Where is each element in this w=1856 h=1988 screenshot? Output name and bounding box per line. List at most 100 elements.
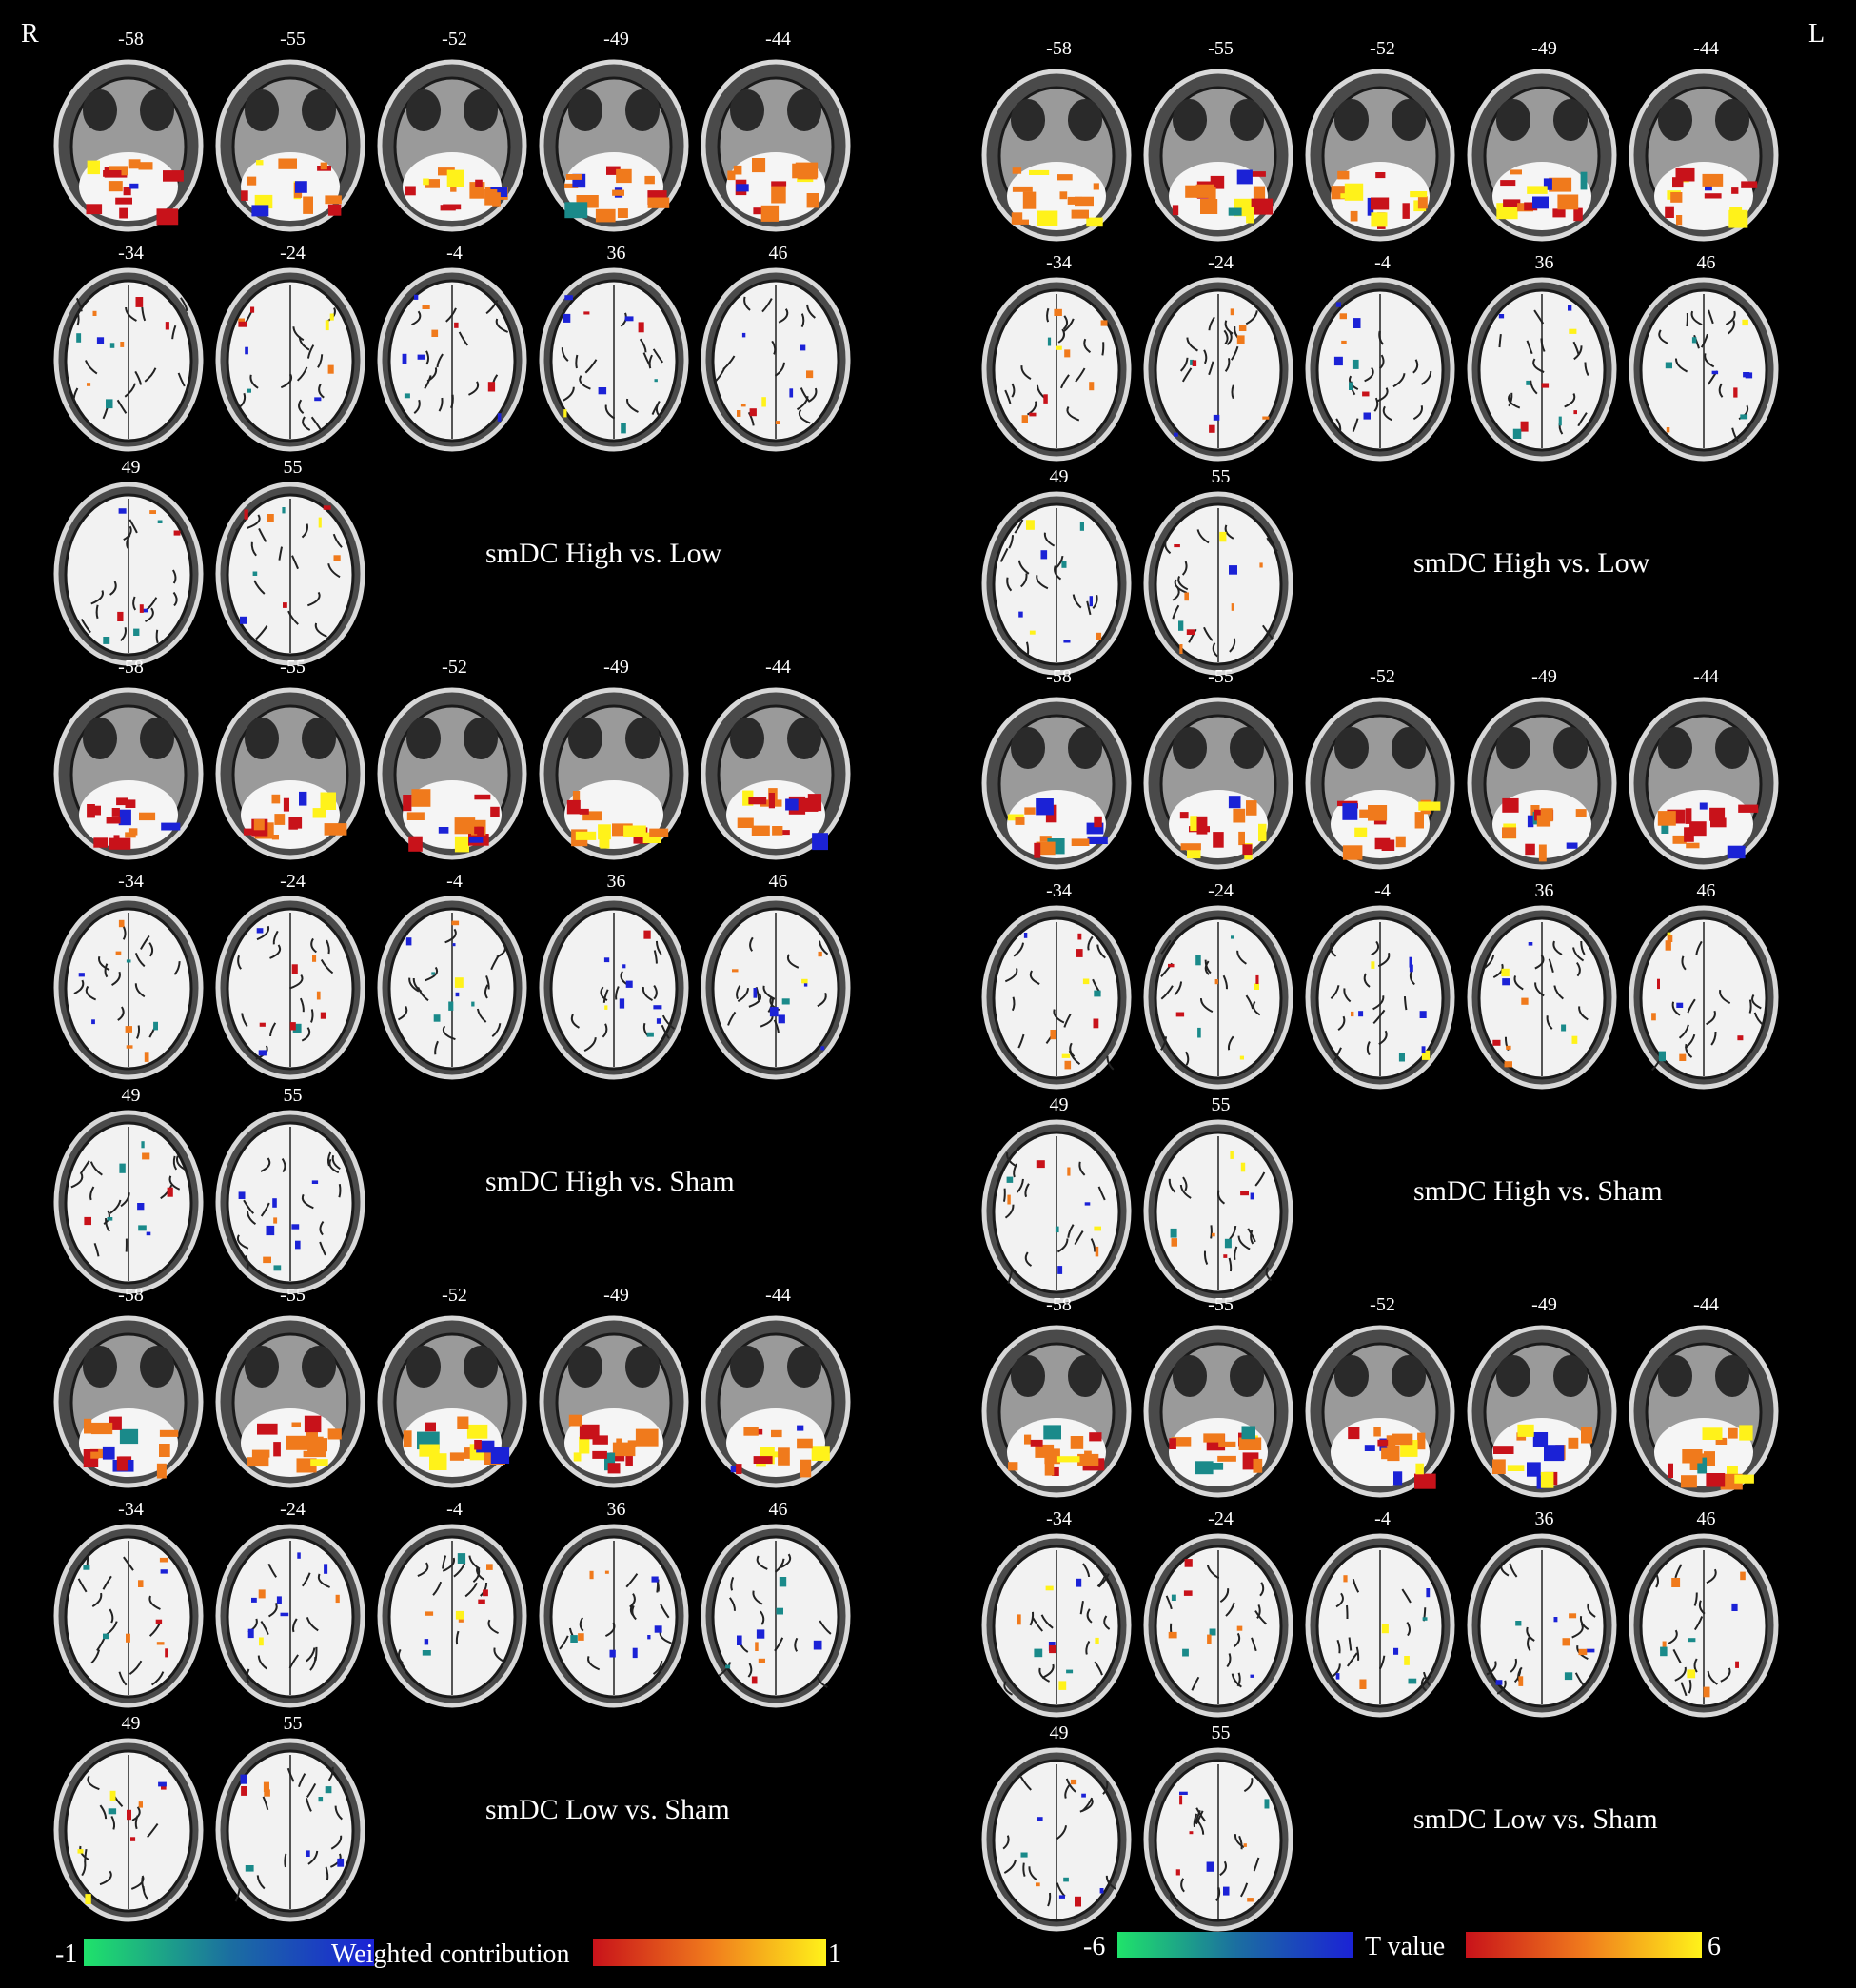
activation-cluster bbox=[741, 332, 746, 338]
activation-cluster bbox=[1179, 1791, 1188, 1795]
activation-cluster bbox=[1414, 1473, 1436, 1489]
brain-slice: 49 bbox=[52, 1713, 209, 1927]
activation-cluster bbox=[295, 181, 307, 193]
activation-cluster bbox=[654, 379, 658, 383]
activation-cluster bbox=[1409, 964, 1413, 973]
activation-cluster bbox=[565, 174, 582, 180]
slice-z-label: 49 bbox=[1049, 1094, 1069, 1115]
activation-cluster bbox=[1568, 1437, 1579, 1449]
activation-cluster bbox=[417, 354, 425, 360]
activation-cluster bbox=[1012, 167, 1022, 174]
axial-brain-slice bbox=[1143, 1325, 1293, 1498]
activation-cluster bbox=[568, 1414, 582, 1427]
activation-cluster bbox=[1213, 414, 1220, 421]
activation-cluster bbox=[1568, 305, 1572, 311]
activation-cluster bbox=[1703, 1686, 1710, 1698]
activation-cluster bbox=[1169, 1438, 1176, 1449]
activation-cluster bbox=[1687, 1669, 1696, 1679]
activation-cluster bbox=[1540, 1471, 1554, 1488]
activation-cluster bbox=[128, 159, 141, 169]
activation-cluster bbox=[240, 616, 247, 624]
activation-cluster bbox=[1233, 808, 1246, 823]
brain-slice: 36 bbox=[538, 243, 695, 457]
activation-cluster bbox=[772, 826, 783, 836]
activation-cluster bbox=[251, 1597, 257, 1603]
activation-cluster bbox=[1386, 1435, 1396, 1447]
activation-cluster bbox=[1064, 1060, 1072, 1070]
activation-cluster bbox=[128, 828, 138, 836]
activation-cluster bbox=[288, 817, 298, 830]
brain-slice: 55 bbox=[214, 457, 371, 671]
activation-cluster bbox=[589, 1570, 594, 1580]
activation-cluster bbox=[109, 1790, 116, 1801]
activation-cluster bbox=[1421, 1050, 1431, 1060]
axial-brain-slice bbox=[53, 1110, 204, 1294]
activation-cluster bbox=[1067, 1167, 1071, 1176]
activation-cluster bbox=[1020, 1852, 1028, 1858]
activation-cluster bbox=[748, 797, 767, 805]
activation-cluster bbox=[86, 204, 103, 215]
activation-cluster bbox=[1056, 345, 1062, 350]
activation-cluster bbox=[625, 1450, 633, 1466]
activation-cluster bbox=[1415, 1463, 1424, 1475]
activation-cluster bbox=[160, 1569, 168, 1574]
activation-cluster bbox=[743, 1427, 759, 1436]
activation-cluster bbox=[1023, 933, 1028, 938]
activation-cluster bbox=[1100, 320, 1108, 326]
activation-cluster bbox=[1071, 838, 1090, 846]
brain-slice: -58 bbox=[980, 666, 1137, 880]
activation-cluster bbox=[139, 604, 144, 613]
activation-cluster bbox=[425, 1422, 436, 1432]
activation-cluster bbox=[84, 1418, 92, 1434]
activation-cluster bbox=[1697, 1457, 1708, 1474]
activation-cluster bbox=[758, 1658, 765, 1663]
brain-slice: -55 bbox=[214, 1285, 371, 1499]
brain-slice: -52 bbox=[1304, 1294, 1461, 1508]
activation-cluster bbox=[1093, 1018, 1099, 1029]
activation-cluster bbox=[582, 811, 602, 821]
activation-cluster bbox=[1175, 1012, 1185, 1017]
activation-cluster bbox=[452, 943, 456, 947]
activation-cluster bbox=[1238, 831, 1245, 846]
slice-z-label: -55 bbox=[1208, 666, 1234, 687]
activation-cluster bbox=[1527, 1462, 1541, 1477]
activation-cluster bbox=[267, 514, 274, 522]
activation-cluster bbox=[1180, 843, 1201, 851]
activation-cluster bbox=[1666, 427, 1670, 433]
slice-z-label: -44 bbox=[765, 1285, 791, 1306]
activation-cluster bbox=[324, 823, 347, 836]
axial-brain-slice bbox=[215, 1738, 365, 1922]
activation-cluster bbox=[1573, 207, 1583, 222]
activation-cluster bbox=[1223, 1886, 1230, 1896]
activation-cluster bbox=[1057, 174, 1073, 181]
activation-cluster bbox=[1709, 807, 1726, 821]
brain-slice: -34 bbox=[52, 243, 209, 457]
activation-cluster bbox=[120, 342, 125, 347]
activation-cluster bbox=[1502, 827, 1517, 839]
activation-cluster bbox=[241, 190, 248, 201]
activation-cluster bbox=[1358, 1011, 1364, 1017]
activation-cluster bbox=[278, 158, 297, 169]
activation-cluster bbox=[1036, 798, 1054, 816]
activation-cluster bbox=[1024, 1434, 1032, 1445]
activation-cluster bbox=[612, 189, 624, 196]
activation-cluster bbox=[320, 162, 327, 170]
activation-cluster bbox=[1735, 1661, 1739, 1668]
activation-cluster bbox=[1492, 1039, 1501, 1046]
activation-cluster bbox=[238, 1191, 246, 1199]
activation-cluster bbox=[1007, 1194, 1011, 1205]
activation-cluster bbox=[756, 1428, 763, 1435]
activation-cluster bbox=[1228, 796, 1241, 809]
activation-cluster bbox=[609, 1452, 625, 1462]
activation-cluster bbox=[1359, 1679, 1367, 1689]
activation-cluster bbox=[737, 817, 754, 828]
activation-cluster bbox=[1184, 592, 1189, 601]
activation-cluster bbox=[564, 202, 588, 219]
slice-z-label: -44 bbox=[1693, 666, 1719, 687]
activation-cluster bbox=[1500, 180, 1516, 187]
activation-cluster bbox=[1353, 318, 1361, 328]
activation-cluster bbox=[749, 408, 757, 417]
activation-cluster bbox=[1245, 171, 1266, 177]
